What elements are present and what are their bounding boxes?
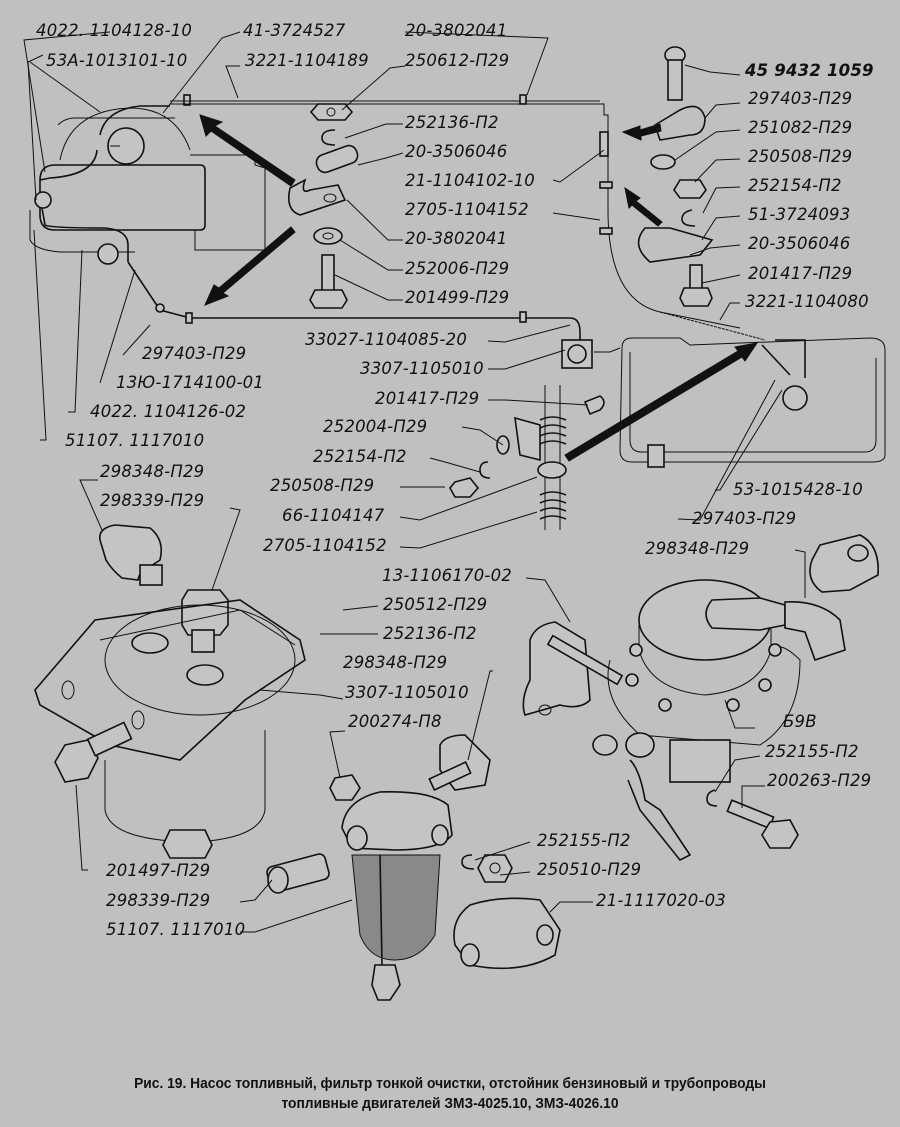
part-label: 201417-П29 [748,264,853,283]
part-label: 51-3724093 [748,205,851,224]
part-label: 53-1015428-10 [733,480,863,499]
fine-filter-assembly [266,734,561,1001]
part-label: 2705-1104152 [405,200,529,219]
part-label: 250512-П29 [383,595,488,614]
part-label: 250508-П29 [270,476,375,495]
part-label: 33027-1104085-20 [305,330,468,349]
part-label: Б9В [783,712,817,731]
part-label: 3307-1105010 [360,359,484,378]
part-label: 250612-П29 [405,51,510,70]
part-label: 297403-П29 [692,509,797,528]
part-label: 252136-П2 [405,113,499,132]
part-label: 298348-П29 [343,653,448,672]
direction-arrows [199,114,759,462]
figure-caption-line-1: Рис. 19. Насос топливный, фильтр тонкой … [134,1075,766,1092]
part-label: 200274-П8 [348,712,442,731]
part-label: 45 9432 1059 [745,61,874,80]
part-label: 13Ю-1714100-01 [116,373,264,392]
part-label: 21-1104102-10 [405,171,535,190]
part-label: 4022. 1104126-02 [90,402,247,421]
figure-caption-line-2: топливные двигателей ЗМЗ-4025.10, ЗМЗ-40… [281,1095,619,1112]
part-label: 298339-П29 [106,891,211,910]
clip-assembly-right [637,46,714,307]
part-label: 20-3802041 [405,229,508,248]
part-label: 2705-1104152 [263,536,387,555]
fuel-filter-assembly [34,524,306,859]
part-label: 3221-1104080 [745,292,869,311]
part-label: 298339-П29 [100,491,205,510]
part-label: 4022. 1104128-10 [36,21,193,40]
fuel-tank-outline [619,337,886,468]
part-label: 201417-П29 [375,389,480,408]
part-label: 21-1117020-03 [596,891,726,910]
fuel-line-lower [127,261,581,350]
part-label: 252155-П2 [765,742,859,761]
part-label: 252006-П29 [405,259,510,278]
part-label: 53А-1013101-10 [46,51,188,70]
fuel-line-upper [170,94,766,341]
clip-assembly-center [287,103,359,309]
fuel-pump-assembly [522,534,879,862]
fuel-hose-engine [34,105,170,265]
part-label: 20-3506046 [748,234,851,253]
part-label: 252155-П2 [537,831,631,850]
part-label: 252004-П29 [323,417,428,436]
part-label: 297403-П29 [748,89,853,108]
part-label: 297403-П29 [142,344,247,363]
part-label: 252136-П2 [383,624,477,643]
part-label: 252154-П2 [748,176,842,195]
part-label: 251082-П29 [748,118,853,137]
part-label: 51107. 1117010 [106,920,246,939]
engine-block-outline [29,107,266,253]
part-label: 298348-П29 [645,539,750,558]
part-label: 13-1106170-02 [382,566,512,585]
leader-lines [23,31,806,933]
part-label: 201497-П29 [106,861,211,880]
part-label: 250510-П29 [537,860,642,879]
part-label: 66-1104147 [282,506,385,525]
part-label: 20-3506046 [405,142,508,161]
part-label: 298348-П29 [100,462,205,481]
sediment-bowl-unit [561,339,621,369]
part-label: 3221-1104189 [245,51,369,70]
part-label: 200263-П29 [767,771,872,790]
part-label: 20-3802041 [405,21,508,40]
part-label: 41-3724527 [243,21,346,40]
part-label: 3307-1105010 [345,683,469,702]
fuel-pump-on-engine [107,127,145,165]
part-label: 250508-П29 [748,147,853,166]
part-label: 201499-П29 [405,288,510,307]
part-label: 51107. 1117010 [65,431,205,450]
part-label: 252154-П2 [313,447,407,466]
